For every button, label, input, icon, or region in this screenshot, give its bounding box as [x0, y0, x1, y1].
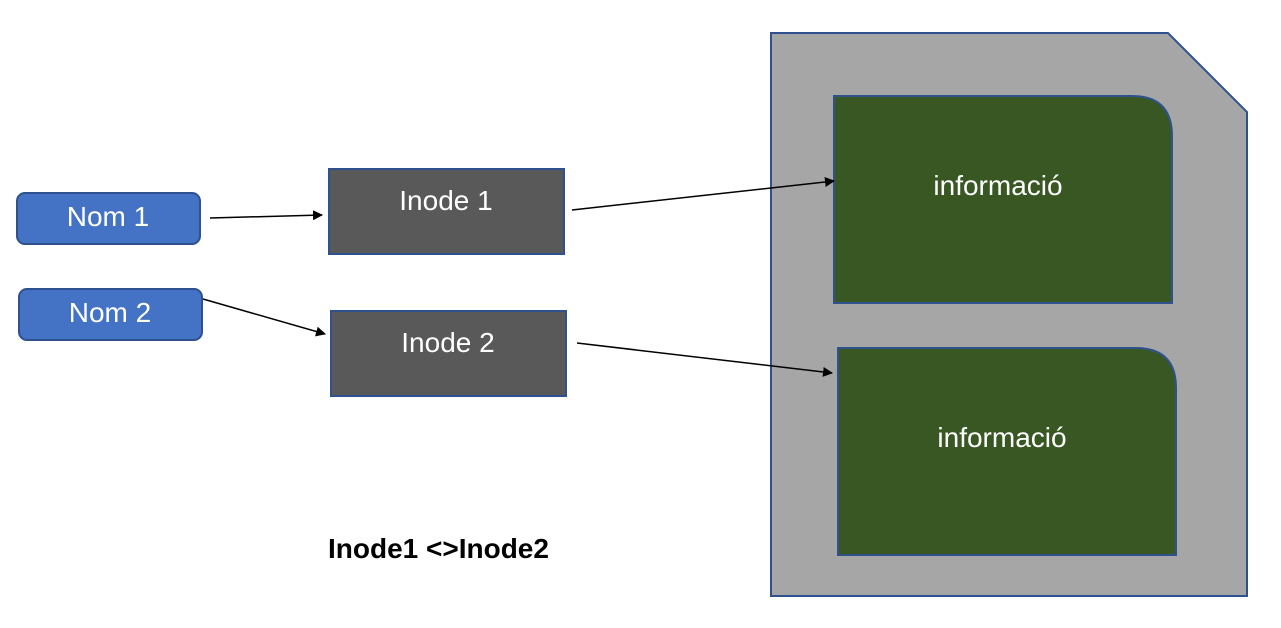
data-block-1: informació — [833, 95, 1173, 304]
inode-node-2: Inode 2 — [330, 310, 567, 397]
arrow-inode2-to-block2 — [576, 342, 833, 377]
arrow-inode1-to-block1 — [571, 177, 835, 211]
name-node-2: Nom 2 — [18, 288, 203, 341]
name-node-2-label: Nom 2 — [69, 297, 151, 328]
arrow-name1-to-inode1 — [209, 210, 323, 221]
data-block-1-shape — [833, 95, 1173, 304]
storage-device: informació informació — [770, 32, 1248, 597]
inode-node-2-label: Inode 2 — [401, 327, 494, 358]
diagram-caption: Inode1 <>Inode2 — [328, 533, 549, 564]
inode-node-1-box — [328, 168, 565, 255]
data-block-2-label: informació — [937, 422, 1066, 453]
data-block-1-label: informació — [933, 170, 1062, 201]
name-node-1-label: Nom 1 — [67, 201, 149, 232]
inode-node-1: Inode 1 — [328, 168, 565, 255]
inode-node-2-box — [330, 310, 567, 397]
name-node-2-box — [18, 288, 203, 341]
arrow-name2-to-inode2 — [202, 298, 326, 337]
inode-node-1-label: Inode 1 — [399, 185, 492, 216]
name-node-1: Nom 1 — [16, 192, 201, 245]
name-node-1-box — [16, 192, 201, 245]
data-block-2-shape — [837, 347, 1177, 556]
data-block-2: informació — [837, 347, 1177, 556]
